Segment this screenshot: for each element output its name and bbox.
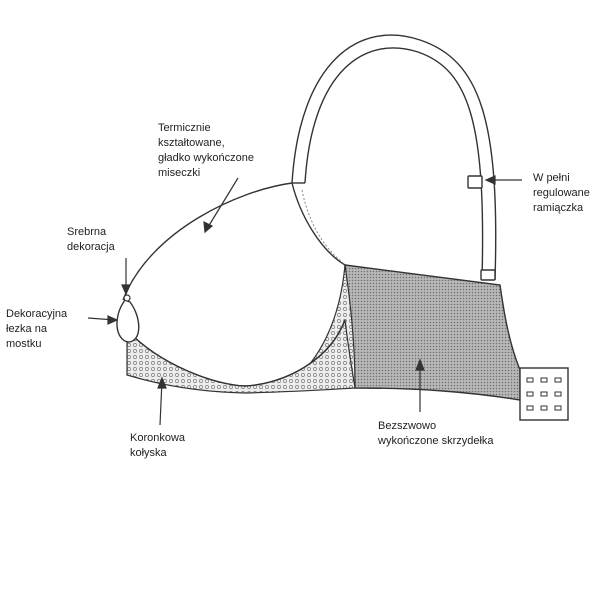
cups-leader: [204, 177, 239, 233]
hook-eyes: [526, 377, 562, 411]
cup-seam: [301, 189, 351, 269]
label-silver-decoration: Srebrna dekoracja: [67, 226, 115, 253]
label-cups: Termicznie kształtowane, gładko wykończo…: [158, 122, 255, 179]
label-wings: Bezszwowo wykończone skrzydełka: [378, 420, 494, 447]
strap-ring: [480, 269, 496, 281]
shoulder-strap-inner: [304, 47, 484, 281]
cup-outline: [122, 182, 346, 301]
label-bridge-teardrop: Dekoracyjna łezka na mostku: [6, 308, 68, 350]
wing-panel: [344, 264, 521, 401]
bridge-teardrop: [116, 299, 140, 343]
silver-decoration: [123, 294, 131, 302]
label-lace-cradle: Koronkowa kołyska: [130, 432, 186, 459]
shoulder-strap: [291, 34, 497, 281]
label-strap: W pełni regulowane ramiączka: [533, 172, 590, 214]
strap-slider: [467, 175, 483, 189]
